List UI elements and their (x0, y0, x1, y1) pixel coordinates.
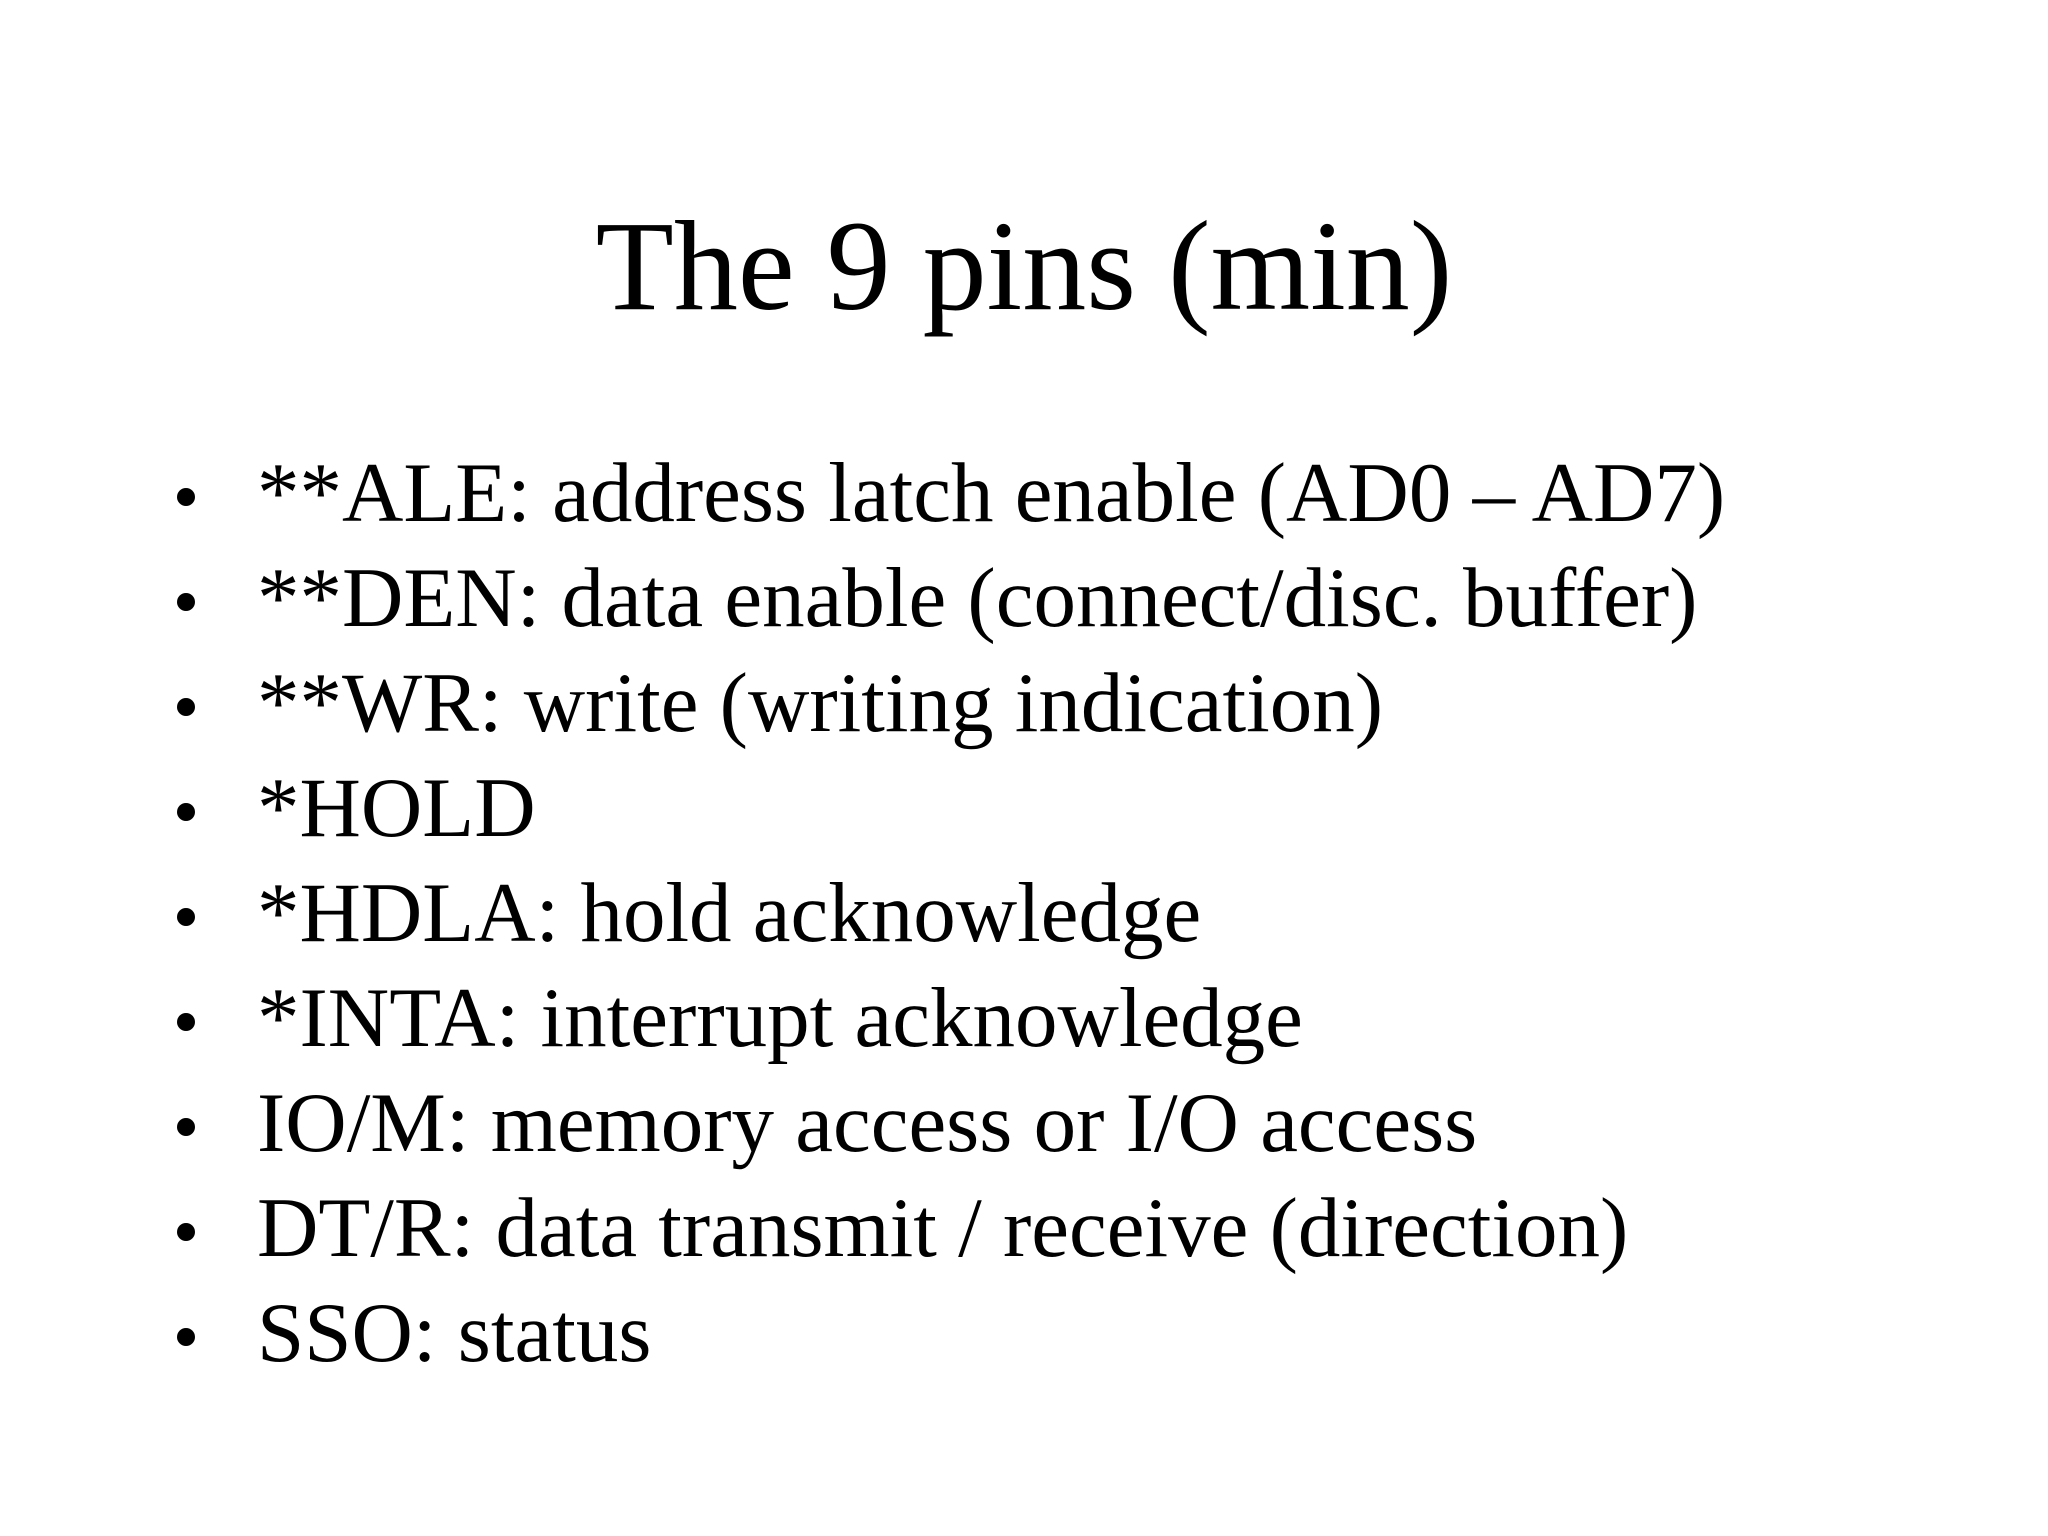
bullet-dot-icon (177, 593, 195, 611)
bullet-list: **ALE: address latch enable (AD0 – AD7) *… (150, 441, 1950, 1386)
list-item: **WR: write (writing indication) (150, 651, 1950, 756)
list-item: *INTA: interrupt acknowledge (150, 966, 1950, 1071)
bullet-dot-icon (177, 1118, 195, 1136)
bullet-text: SSO: status (257, 1286, 652, 1380)
bullet-dot-icon (177, 1328, 195, 1346)
bullet-dot-icon (177, 908, 195, 926)
bullet-dot-icon (177, 698, 195, 716)
bullet-text: DT/R: data transmit / receive (direction… (257, 1181, 1629, 1275)
bullet-dot-icon (177, 803, 195, 821)
bullet-dot-icon (177, 1223, 195, 1241)
bullet-text: **WR: write (writing indication) (257, 656, 1384, 750)
bullet-dot-icon (177, 1013, 195, 1031)
list-item: **DEN: data enable (connect/disc. buffer… (150, 546, 1950, 651)
bullet-text: *INTA: interrupt acknowledge (257, 971, 1303, 1065)
bullet-text: IO/M: memory access or I/O access (257, 1076, 1478, 1170)
bullet-text: **DEN: data enable (connect/disc. buffer… (257, 551, 1698, 645)
list-item: **ALE: address latch enable (AD0 – AD7) (150, 441, 1950, 546)
list-item: DT/R: data transmit / receive (direction… (150, 1176, 1950, 1281)
list-item: SSO: status (150, 1281, 1950, 1386)
bullet-text: *HOLD (257, 761, 536, 855)
bullet-text: *HDLA: hold acknowledge (257, 866, 1202, 960)
page-title: The 9 pins (min) (595, 195, 1453, 337)
bullet-text: **ALE: address latch enable (AD0 – AD7) (257, 446, 1726, 540)
list-item: *HOLD (150, 756, 1950, 861)
bullet-dot-icon (177, 488, 195, 506)
list-item: IO/M: memory access or I/O access (150, 1071, 1950, 1176)
list-item: *HDLA: hold acknowledge (150, 861, 1950, 966)
